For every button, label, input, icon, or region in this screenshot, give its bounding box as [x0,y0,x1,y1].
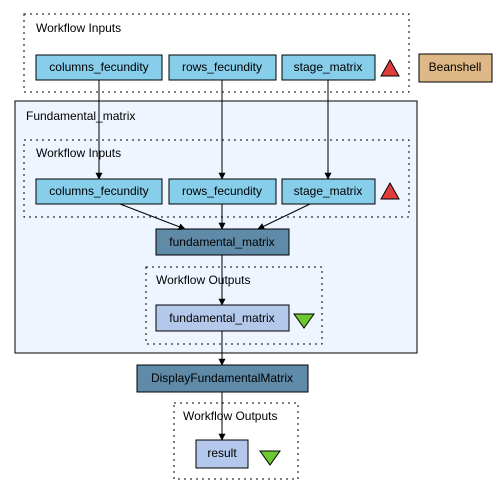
top-input-port-columns[interactable] [35,54,163,81]
top-input-port-stage-label: stage_matrix [294,60,363,74]
inner-outputs-title: Workflow Outputs [156,273,250,287]
inner-inputs-cluster [23,139,410,218]
top-inputs-cluster [23,13,410,93]
edge-inner-stage-to-processor [257,203,311,230]
display-fundamental-matrix-processor[interactable] [136,364,309,393]
inner-output-port-label: fundamental_matrix [169,311,274,325]
inner-input-port-stage[interactable] [281,178,376,205]
inner-output-triangle-icon [293,313,315,329]
inner-input-port-rows-label: rows_fecundity [182,184,262,198]
top-input-port-rows-label: rows_fecundity [182,60,262,74]
inner-input-port-columns-label: columns_fecundity [49,184,148,198]
inner-input-port-columns[interactable] [35,178,163,205]
bottom-outputs-cluster [173,402,299,480]
inner-input-port-rows[interactable] [168,178,277,205]
display-fundamental-matrix-label: DisplayFundamentalMatrix [151,371,293,385]
inner-input-port-stage-label: stage_matrix [294,184,363,198]
bottom-output-port[interactable] [195,439,249,469]
inner-input-triangle-icon [380,181,400,200]
top-input-port-rows[interactable] [168,54,277,81]
fundamental-group-title: Fundamental_matrix [26,109,135,123]
inner-output-port[interactable] [155,304,290,332]
fundamental-matrix-processor[interactable] [155,228,290,256]
top-input-port-columns-label: columns_fecundity [49,60,148,74]
fundamental-matrix-processor-label: fundamental_matrix [169,235,274,249]
top-inputs-title: Workflow Inputs [36,21,121,35]
bottom-output-triangle-icon [259,450,281,466]
edge-inner-columns-to-processor [119,203,186,231]
bottom-outputs-title: Workflow Outputs [183,409,277,423]
beanshell-label: Beanshell [429,60,482,74]
beanshell-node[interactable] [418,53,493,83]
inner-inputs-title: Workflow Inputs [36,146,121,160]
bottom-output-port-label: result [207,446,237,460]
top-input-triangle-icon [380,58,400,77]
